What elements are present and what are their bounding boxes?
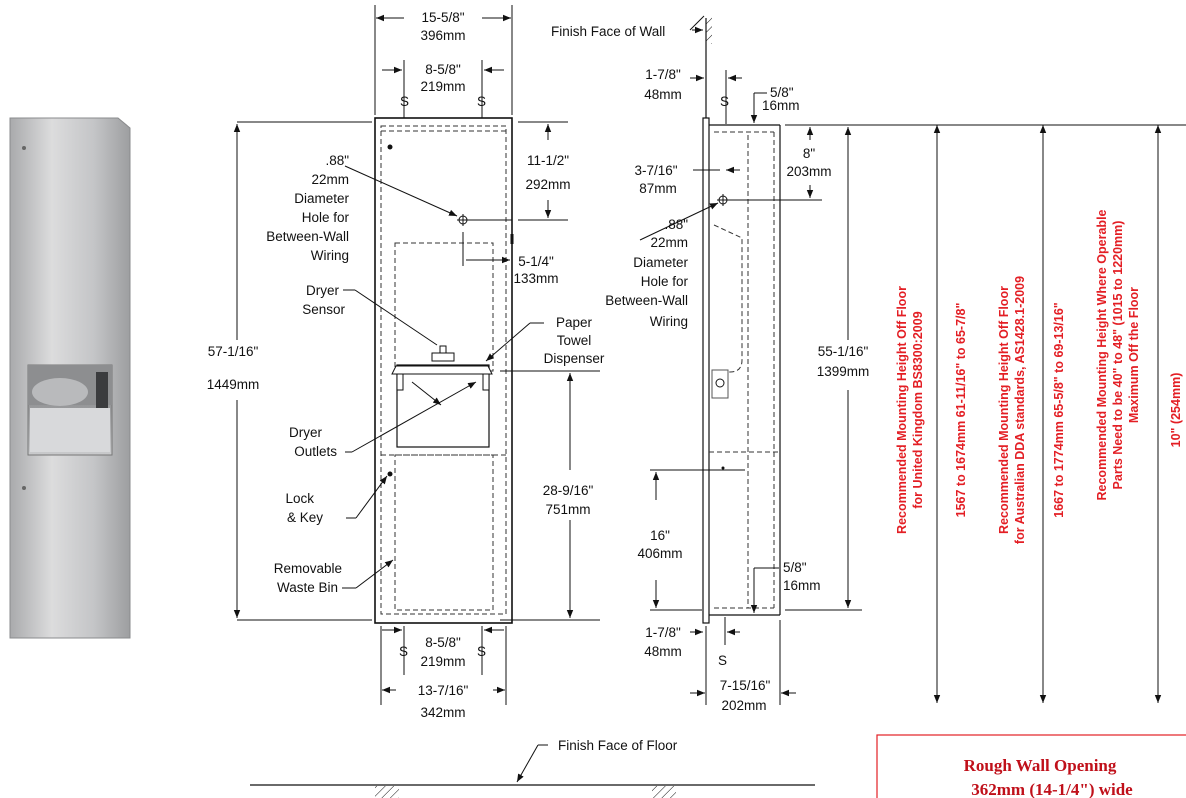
dim-side-3716-in: 3-7/16" [634, 163, 677, 178]
s-marker: S [399, 644, 408, 659]
dim-side-depth-in: 7-15/16" [720, 678, 771, 693]
side-view [702, 16, 822, 624]
hole-side-line: .88" [664, 217, 688, 232]
hole-side-line: Hole for [641, 274, 689, 289]
lock-key-label: Lock [285, 491, 314, 506]
hole-side-line: 22mm [650, 235, 688, 250]
dim-bottom-s-mm: 219mm [420, 654, 465, 669]
lock-key-label: & Key [287, 510, 323, 525]
text-layer: Finish Face of Wall 15-5/8" 396mm 8-5/8"… [207, 10, 1183, 798]
rough-opening-box [876, 734, 1186, 798]
dim-side-depth-mm: 202mm [721, 698, 766, 713]
dim-side-58-in: 5/8" [770, 85, 794, 100]
dryer-outlets-label: Outlets [294, 444, 337, 459]
dim-11-mm: 292mm [525, 177, 570, 192]
paper-towel-label: Towel [557, 333, 592, 348]
dim-11-in: 11-1/2" [527, 153, 569, 168]
hole-front-line: Wiring [311, 248, 349, 263]
dim-5-mm: 133mm [513, 271, 558, 286]
dim-side-55-mm: 1399mm [817, 364, 870, 379]
dim-28-in: 28-9/16" [543, 483, 594, 498]
hole-front-line: .88" [325, 153, 349, 168]
s-marker: S [477, 644, 486, 659]
waste-bin-label: Removable [274, 561, 342, 576]
paper-towel-label: Dispenser [544, 351, 605, 366]
uk-title-line: Recommended Mounting Height Off Floor [895, 286, 909, 534]
hole-front-line: 22mm [311, 172, 349, 187]
dim-side-55-in: 55-1/16" [818, 344, 869, 359]
au-range: 1667 to 1774mm 65-5/8" to 69-13/16" [1052, 302, 1066, 518]
s-marker: S [400, 94, 409, 109]
dim-side-178-mm: 48mm [644, 87, 682, 102]
finish-face-wall-label: Finish Face of Wall [551, 24, 665, 39]
dim-side-8-mm: 203mm [786, 164, 831, 179]
mounting-arrows [933, 125, 1162, 703]
front-dimensions [233, 5, 600, 705]
dryer-outlets-label: Dryer [289, 425, 323, 440]
product-photo [9, 117, 131, 639]
hole-front-line: Hole for [302, 210, 350, 225]
dim-side-16-in: 16" [650, 528, 670, 543]
s-marker: S [718, 653, 727, 668]
hole-side-line: Between-Wall [605, 293, 688, 308]
dim-side-3716-mm: 87mm [639, 181, 677, 196]
dim-5-in: 5-1/4" [518, 254, 554, 269]
waste-bin-label: Waste Bin [277, 580, 338, 595]
op-title-line: Parts Need to be 40" to 48" (1015 to 122… [1111, 221, 1125, 490]
au-title-line: for Australian DDA standards, AS1428.1-2… [1013, 276, 1027, 544]
dim-top-width-in: 15-5/8" [421, 10, 464, 25]
rough-opening-title: Rough Wall Opening [964, 756, 1117, 775]
dim-side-16-mm: 406mm [637, 546, 682, 561]
dim-top-s-mm: 219mm [420, 79, 465, 94]
dim-side-178b-in: 1-7/8" [645, 625, 681, 640]
op-range: 10" (254mm) [1169, 373, 1183, 448]
finish-face-floor-label: Finish Face of Floor [558, 738, 678, 753]
dim-side-58b-in: 5/8" [783, 560, 807, 575]
dim-top-width-mm: 396mm [420, 28, 465, 43]
front-view [374, 117, 514, 624]
dim-height-mm: 1449mm [207, 377, 260, 392]
dim-side-178-in: 1-7/8" [645, 67, 681, 82]
hole-front-line: Diameter [294, 191, 349, 206]
dim-28-mm: 751mm [545, 502, 590, 517]
hole-side-line: Wiring [650, 314, 688, 329]
au-title-line: Recommended Mounting Height Off Floor [997, 286, 1011, 534]
floor [250, 744, 815, 798]
dim-side-58-mm: 16mm [762, 98, 800, 113]
uk-title-line: for United Kingdom BS8300:2009 [911, 311, 925, 508]
dim-bottom-width-mm: 342mm [420, 705, 465, 720]
s-marker: S [477, 94, 486, 109]
dim-top-s-in: 8-5/8" [425, 62, 461, 77]
hole-side-line: Diameter [633, 255, 688, 270]
side-dimensions [639, 15, 1186, 705]
dim-side-8-in: 8" [803, 146, 816, 161]
dryer-sensor-label: Dryer [306, 283, 340, 298]
uk-range: 1567 to 1674mm 61-11/16" to 65-7/8" [954, 303, 968, 518]
dim-side-178b-mm: 48mm [644, 644, 682, 659]
rough-opening-width: 362mm (14-1/4") wide [971, 780, 1133, 798]
dryer-sensor-label: Sensor [302, 302, 345, 317]
paper-towel-label: Paper [556, 315, 593, 330]
op-title-line: Recommended Mounting Height Where Operab… [1095, 209, 1109, 500]
dim-bottom-width-in: 13-7/16" [418, 683, 469, 698]
dim-height-in: 57-1/16" [208, 344, 259, 359]
dim-side-58b-mm: 16mm [783, 578, 821, 593]
op-title-line: Maximum Off the Floor [1127, 287, 1141, 423]
hole-front-line: Between-Wall [266, 229, 349, 244]
s-marker: S [720, 94, 729, 109]
dim-bottom-s-in: 8-5/8" [425, 635, 461, 650]
